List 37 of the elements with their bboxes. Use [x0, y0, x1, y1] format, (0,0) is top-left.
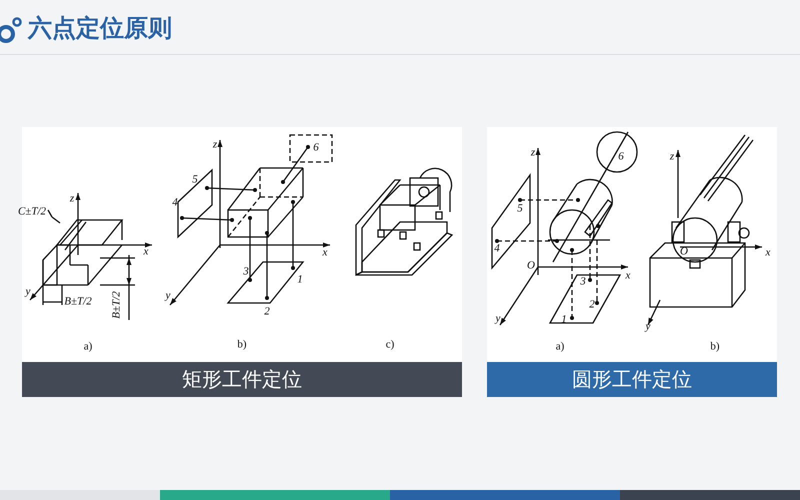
drawing-label: 2	[589, 300, 595, 310]
drawing-label: B±T/2	[112, 291, 122, 319]
drawing-label: z	[212, 140, 218, 150]
figure-label: a)	[556, 342, 564, 352]
drawing-label: 2	[264, 306, 270, 318]
drawing-label: z	[70, 194, 74, 204]
drawing-label: 6	[618, 152, 624, 162]
figure-label: c)	[386, 340, 394, 350]
drawing-label: 6	[313, 142, 319, 154]
drawing-label: 1	[297, 274, 303, 286]
figure-label: a)	[84, 342, 92, 352]
drawing-label: 5	[192, 174, 198, 186]
drawing-label: B±T/2	[64, 296, 92, 308]
drawing-label: 4	[494, 244, 500, 254]
drawing-label: 3	[243, 266, 249, 278]
drawing-label: y	[26, 286, 30, 298]
drawing-label: x	[766, 248, 770, 258]
drawing-label: 5	[517, 204, 523, 214]
drawing-label: O	[680, 246, 688, 258]
drawing-label: z	[530, 148, 536, 158]
caption-band: 矩形工件定位	[22, 362, 462, 397]
drawing-label: x	[144, 246, 148, 258]
drawing-label: z	[670, 152, 674, 162]
drawing-label: C±T/2	[18, 206, 46, 218]
drawing-label: y	[166, 290, 170, 302]
figure-label: b)	[710, 342, 720, 352]
drawing-label: 1	[561, 314, 567, 326]
caption-band: 圆形工件定位	[487, 362, 777, 397]
figure-label: b)	[237, 340, 247, 350]
drawing-label: 3	[580, 276, 586, 288]
drawing-label: x	[626, 270, 630, 282]
drawing-label: x	[322, 248, 328, 258]
slide-title: 六点定位原则	[28, 14, 172, 43]
drawing-label: 4	[172, 198, 178, 208]
drawing-label: y	[646, 322, 650, 332]
drawing-label: y	[496, 314, 500, 324]
drawing-label: O	[527, 260, 535, 272]
